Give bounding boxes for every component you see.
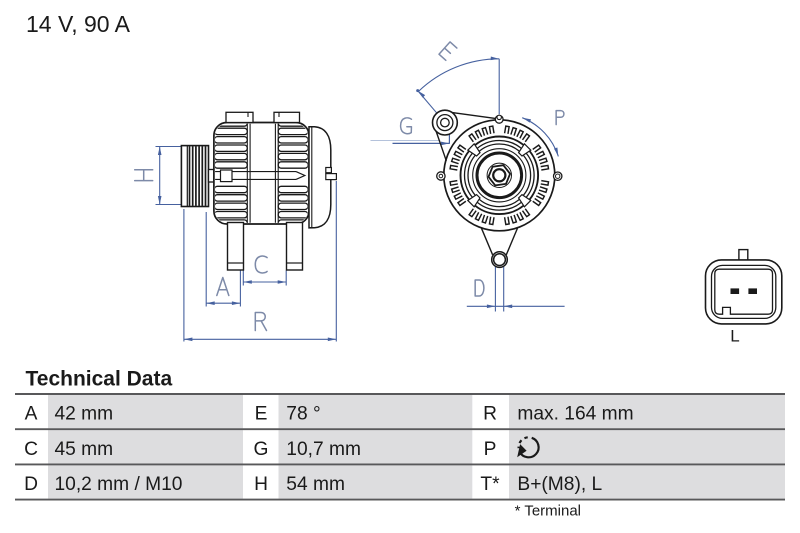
svg-text:B+(M8), L: B+(M8), L [517, 474, 602, 495]
svg-text:L: L [730, 327, 739, 346]
svg-text:P: P [484, 439, 497, 460]
svg-text:42 mm: 42 mm [55, 404, 114, 425]
svg-text:A: A [25, 404, 38, 425]
svg-text:E: E [255, 404, 268, 425]
svg-text:Technical Data: Technical Data [26, 368, 173, 391]
svg-text:45 mm: 45 mm [55, 439, 114, 460]
svg-text:C: C [24, 439, 38, 460]
svg-text:H: H [254, 474, 268, 495]
svg-text:* Terminal: * Terminal [515, 503, 581, 520]
svg-text:54 mm: 54 mm [286, 474, 345, 495]
svg-text:10,7 mm: 10,7 mm [286, 439, 361, 460]
svg-text:max. 164 mm: max. 164 mm [517, 404, 633, 425]
svg-text:D: D [24, 474, 38, 495]
svg-text:R: R [483, 404, 497, 425]
svg-text:G: G [254, 439, 269, 460]
svg-text:14 V, 90 A: 14 V, 90 A [26, 11, 131, 37]
svg-text:78 °: 78 ° [286, 404, 320, 425]
svg-text:10,2 mm / M10: 10,2 mm / M10 [55, 474, 183, 495]
svg-text:T*: T* [480, 474, 500, 495]
